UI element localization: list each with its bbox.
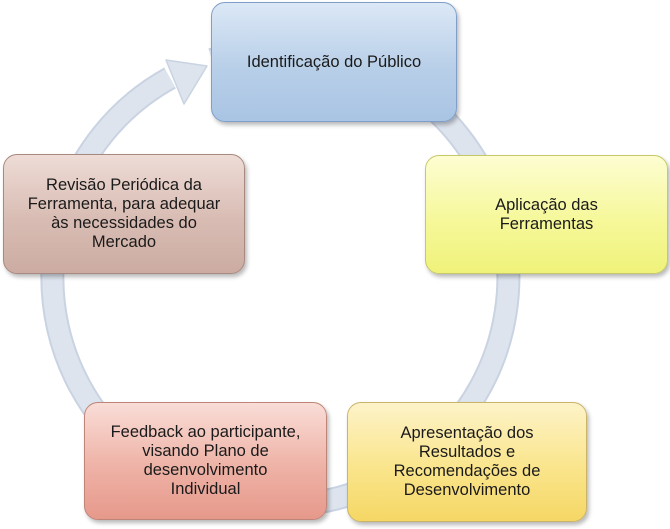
step-label: Apresentação dos Resultados e Recomendaç…: [393, 424, 541, 499]
step-label: Identificação do Público: [246, 52, 422, 71]
step-label: Revisão Periódica da Ferramenta, para ad…: [27, 176, 221, 251]
step-aplicacao: Aplicação das Ferramentas: [425, 155, 668, 274]
step-identificacao: Identificação do Público: [211, 2, 457, 122]
step-label: Feedback ao participante, visando Plano …: [110, 423, 301, 498]
step-feedback: Feedback ao participante, visando Plano …: [84, 402, 327, 520]
step-revisao: Revisão Periódica da Ferramenta, para ad…: [3, 154, 245, 274]
ring-arrowhead: [165, 59, 208, 105]
step-label: Aplicação das Ferramentas: [495, 195, 598, 233]
step-apresentacao: Apresentação dos Resultados e Recomendaç…: [347, 402, 587, 522]
